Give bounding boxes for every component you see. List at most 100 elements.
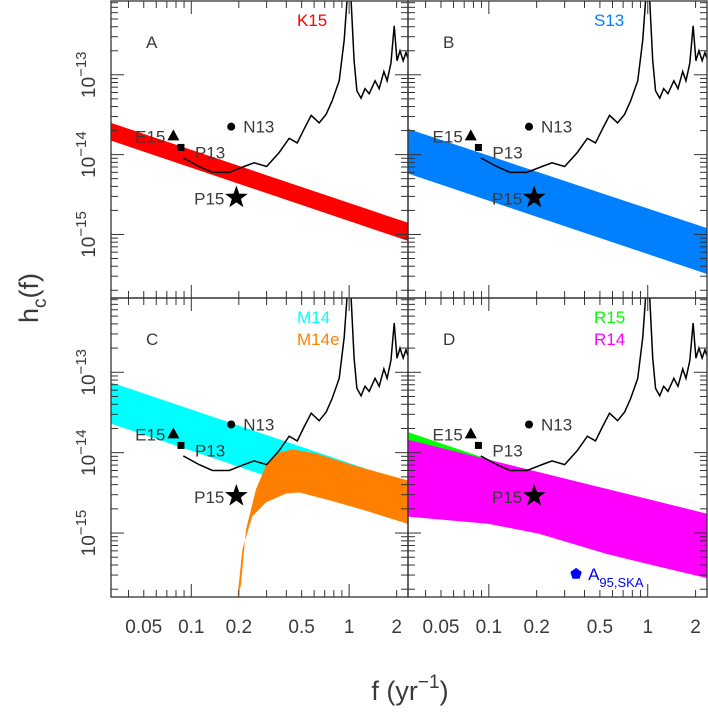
- x-tick-label: 0.05: [422, 617, 459, 638]
- point-label-subscript: 95,SKA: [599, 575, 643, 590]
- y-tick-label-exponent: −14: [73, 429, 90, 454]
- ticks: [111, 298, 408, 597]
- circle-marker-n13: [227, 420, 236, 429]
- x-axis-label-main: f (yr: [371, 676, 418, 706]
- sensitivity-curve: [480, 1, 707, 174]
- square-marker-p13: [177, 441, 185, 449]
- sensitivity-curve: [480, 298, 707, 472]
- triangle-marker-e15: [167, 129, 180, 141]
- x-tick-label: 2: [690, 617, 701, 638]
- x-tick-label: 0.1: [476, 617, 502, 638]
- sensitivity-curve: [182, 298, 408, 472]
- legend-entry-s13: S13: [594, 11, 624, 30]
- star-marker-p15: [522, 483, 546, 506]
- x-axis-label: f (yr−1): [371, 672, 448, 706]
- band-m14e: [237, 449, 408, 597]
- y-tick-label: 10−15: [73, 510, 100, 557]
- point-label-e15: E15: [433, 127, 463, 146]
- y-tick-label-exponent: −13: [73, 349, 90, 374]
- point-label-p13: P13: [492, 441, 522, 460]
- y-tick-label-base: 10: [79, 535, 100, 556]
- plot-area: [111, 1, 408, 241]
- pentagon-marker-a: [570, 567, 582, 579]
- point-label-p13: P13: [195, 441, 225, 460]
- triangle-marker-e15: [464, 129, 477, 141]
- band-k15: [111, 122, 408, 241]
- square-marker-p13: [474, 143, 482, 151]
- star-marker-p15: [224, 185, 248, 208]
- y-tick-label-base: 10: [79, 157, 100, 178]
- y-tick-label: 10−14: [73, 131, 100, 178]
- y-tick-label-exponent: −15: [73, 211, 90, 236]
- panel-frame: [407, 297, 708, 598]
- star-marker-p15: [522, 185, 546, 208]
- triangle-marker-e15: [167, 427, 180, 439]
- sensitivity-curve: [182, 1, 408, 174]
- point-label-a95-ska: A95,SKA: [588, 565, 644, 590]
- panel-letter: A: [146, 33, 158, 52]
- point-label-e15: E15: [135, 425, 165, 444]
- legend-entry-r14: R14: [594, 330, 625, 349]
- point-label-p15: P15: [492, 488, 522, 507]
- point-label-main: A: [588, 565, 600, 584]
- y-axis-label: hc(f): [14, 273, 51, 323]
- square-marker-p13: [474, 441, 482, 449]
- circle-marker-n13: [525, 122, 534, 131]
- panel-letter: B: [443, 33, 454, 52]
- x-tick-label: 0.05: [125, 617, 162, 638]
- x-tick-label: 0.5: [288, 617, 314, 638]
- band-r14: [408, 439, 707, 579]
- point-label-p13: P13: [195, 143, 225, 162]
- x-axis-label-tail: ): [440, 676, 449, 706]
- point-label-p15: P15: [492, 190, 522, 209]
- panel-letter: D: [443, 330, 455, 349]
- point-label-e15: E15: [433, 425, 463, 444]
- y-axis-label-tail: (f): [14, 273, 44, 298]
- point-label-p15: P15: [194, 488, 224, 507]
- point-label-n13: N13: [541, 416, 572, 435]
- point-label-e15: E15: [135, 127, 165, 146]
- y-tick-label-base: 10: [79, 374, 100, 395]
- y-tick-label-exponent: −14: [73, 131, 90, 156]
- x-tick-label: 1: [642, 617, 653, 638]
- point-label-n13: N13: [243, 416, 274, 435]
- plot-area: [111, 298, 408, 597]
- y-tick-label-exponent: −15: [73, 510, 90, 535]
- star-marker-p15: [224, 483, 248, 506]
- ticks: [408, 298, 707, 597]
- ticks: [408, 1, 707, 298]
- point-label-p13: P13: [492, 143, 522, 162]
- band-s13: [408, 128, 707, 274]
- legend-entry-m14e: M14e: [297, 330, 340, 349]
- y-axis-label-main: h: [14, 308, 44, 323]
- y-tick-label: 10−14: [73, 429, 100, 476]
- y-tick-label-base: 10: [79, 77, 100, 98]
- y-tick-label: 10−15: [73, 211, 100, 258]
- point-label-n13: N13: [243, 118, 274, 137]
- y-tick-label: 10−13: [73, 349, 100, 396]
- panel-letter: C: [146, 330, 158, 349]
- x-tick-label: 0.2: [226, 617, 252, 638]
- legend-entry-r15: R15: [594, 308, 625, 327]
- plot-area: [408, 298, 707, 579]
- triangle-marker-e15: [464, 427, 477, 439]
- x-tick-label: 0.5: [587, 617, 613, 638]
- point-label-p15: P15: [194, 190, 224, 209]
- ticks: [111, 1, 408, 298]
- y-tick-label-base: 10: [79, 237, 100, 258]
- y-axis-label-subscript: c: [30, 298, 51, 308]
- square-marker-p13: [177, 143, 185, 151]
- circle-marker-n13: [525, 420, 534, 429]
- y-tick-label-base: 10: [79, 455, 100, 476]
- y-tick-label-exponent: −13: [73, 51, 90, 76]
- legend-entry-k15: K15: [297, 11, 327, 30]
- x-tick-label: 1: [344, 617, 355, 638]
- point-label-n13: N13: [541, 118, 572, 137]
- plot-area: [408, 1, 707, 274]
- panels: E15P13N13P15AK1510−1310−1410−15E15P13N13…: [73, 0, 708, 638]
